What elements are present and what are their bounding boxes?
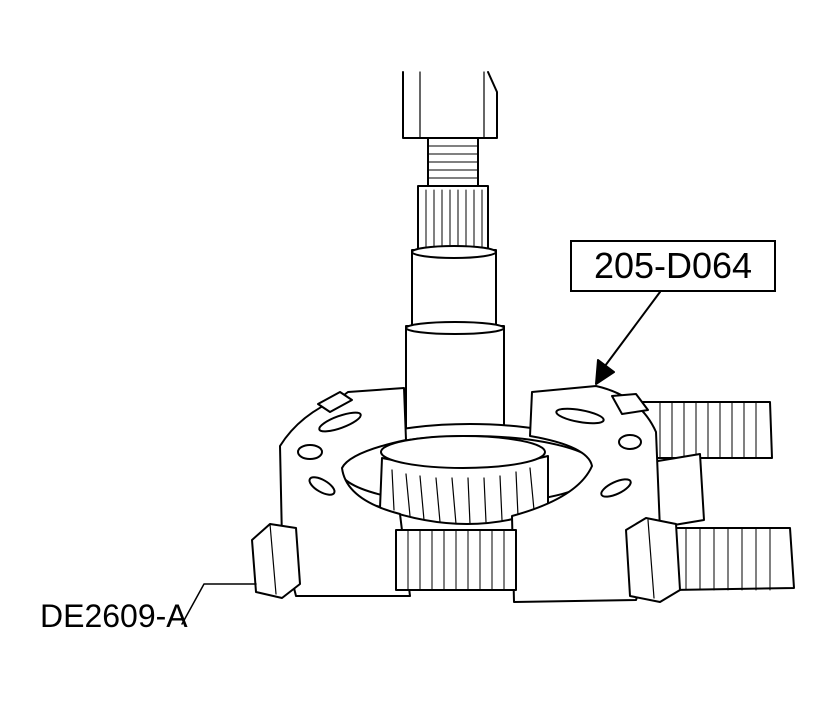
left-rod-nut [251, 523, 301, 599]
tool-number-label: 205-D064 [593, 245, 753, 286]
separator-right-half [511, 385, 661, 603]
right-rod-nut [625, 517, 681, 603]
tool-leader-line [601, 291, 661, 371]
tapered-roller-bearing [379, 435, 549, 525]
upper-threaded-rod [639, 401, 773, 459]
shaft-step-upper [411, 245, 497, 327]
figure-id-label: DE2609-A [40, 598, 188, 634]
press-ram [402, 71, 498, 139]
separator-left-half [279, 387, 411, 597]
tool-leader-arrowhead [595, 359, 615, 385]
tool-number-callout: 205-D064 [570, 240, 776, 292]
shaft-step-lower [405, 321, 505, 447]
figure-id-leader-line [181, 583, 257, 625]
threaded-shaft-end [427, 137, 479, 187]
splined-shaft [417, 185, 489, 251]
